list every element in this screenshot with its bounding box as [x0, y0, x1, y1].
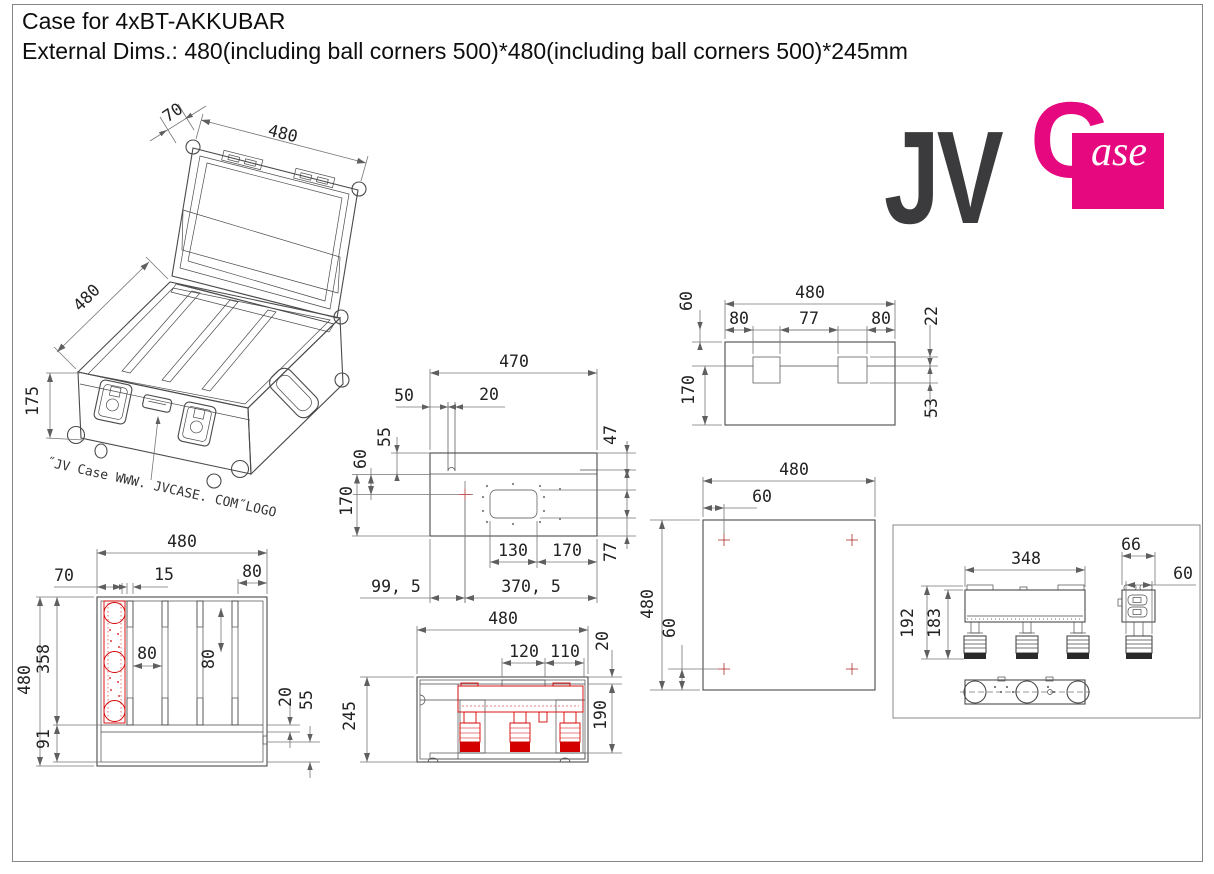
section-view: 480 120 110 20 190 245 — [340, 609, 622, 763]
dim-label: 110 — [550, 642, 580, 661]
front-handle — [142, 394, 173, 413]
dim-label: 15 — [154, 565, 174, 584]
jv-logo-ase: ase — [1091, 129, 1147, 175]
jv-logo-c: C — [1030, 79, 1108, 200]
dim-label: 99, 5 — [371, 577, 421, 596]
dim-label: 60 — [351, 449, 370, 469]
dim-label: 480 — [779, 460, 809, 479]
dim-label: 77 — [799, 309, 819, 328]
lid-face-view: 480 80 77 80 60 170 22 53 — [677, 283, 941, 426]
dim-label: 60 — [677, 291, 696, 311]
lid-top-view: 470 50 20 55 60 170 47 — [337, 352, 636, 603]
divider-walls — [126, 600, 239, 726]
dim-label: 55 — [375, 427, 394, 447]
dim-label: 480 — [15, 665, 34, 695]
dim-label: 175 — [23, 386, 42, 416]
butterfly-latch — [93, 379, 133, 425]
dim-label: 60 — [752, 487, 772, 506]
dim-label: 47 — [601, 425, 620, 445]
dim-label: 170 — [337, 486, 356, 516]
jv-logo-text: JV — [884, 104, 1004, 251]
dim-label: 480 — [795, 283, 825, 302]
side-handle — [269, 367, 319, 419]
dim-label: 55 — [297, 690, 316, 710]
dim-label: 20 — [479, 385, 499, 404]
dim-label: 80 — [871, 309, 891, 328]
caster-marks — [718, 534, 858, 675]
butterfly-latch — [177, 401, 217, 447]
dim-label: 370, 5 — [501, 577, 561, 596]
isometric-view: 70 480 480 175 ˝JV Case WWW. JVCASE. COM… — [23, 99, 369, 521]
dim-label: 470 — [499, 352, 529, 371]
title-line-2: External Dims.: 480(including ball corne… — [22, 38, 908, 64]
dim-label: 183 — [925, 608, 944, 638]
dim-label: 60 — [1173, 564, 1193, 583]
dim-label: 190 — [591, 700, 610, 730]
title-line-1: Case for 4xBT-AKKUBAR — [22, 8, 286, 34]
dim-label: 192 — [898, 608, 917, 638]
dim-label: 80 — [242, 562, 262, 581]
jv-logo-square — [1072, 133, 1164, 209]
dim-label: 245 — [340, 701, 359, 731]
dim-label: 480 — [488, 609, 518, 628]
title-block: Case for 4xBT-AKKUBAR External Dims.: 48… — [22, 6, 908, 66]
dim-label: 66 — [1121, 535, 1141, 554]
dim-label: 77 — [601, 542, 620, 562]
bottom-view: 480 60 480 60 — [638, 460, 876, 691]
dim-label: 50 — [394, 386, 414, 405]
dim-label: 22 — [922, 306, 941, 326]
light-front — [963, 621, 1090, 659]
dim-label: 480 — [266, 121, 300, 147]
logo-note: ˝JV Case WWW. JVCASE. COM˝LOGO — [45, 455, 278, 521]
dim-label: 480 — [638, 589, 657, 619]
rivet-dots — [481, 482, 562, 526]
dim-label: 91 — [34, 729, 53, 749]
interior-top-view: 480 70 15 80 480 358 91 80 80 — [15, 532, 320, 778]
dim-label: 358 — [34, 644, 53, 674]
dim-label: 53 — [922, 398, 941, 418]
product-top-outline — [103, 600, 126, 724]
dim-label: 20 — [593, 631, 612, 651]
product-panel: 348 192 183 66 60 — [892, 524, 1201, 719]
dim-label: 480 — [69, 280, 104, 315]
dim-label: 20 — [276, 687, 295, 707]
dim-label: 80 — [199, 649, 218, 669]
dim-label: 120 — [509, 642, 539, 661]
dim-label: 80 — [137, 644, 157, 663]
dim-label: 60 — [660, 618, 679, 638]
dim-label: 348 — [1011, 549, 1041, 568]
page-border — [12, 4, 1203, 862]
dim-label: 170 — [679, 375, 698, 405]
dim-label: 480 — [167, 532, 197, 551]
dim-label: 80 — [729, 309, 749, 328]
product-section-outline — [457, 682, 584, 752]
dim-label: 130 — [498, 541, 528, 560]
dim-label: 70 — [54, 566, 74, 585]
dim-label: 170 — [552, 541, 582, 560]
